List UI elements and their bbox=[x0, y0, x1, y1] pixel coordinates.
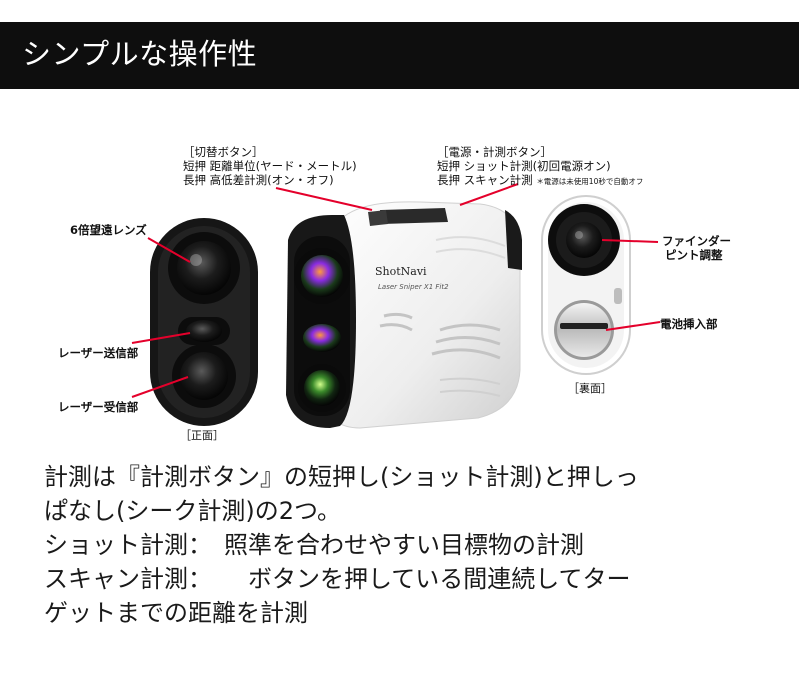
laser-tx-label: レーザー送信部 bbox=[58, 346, 139, 360]
main-view bbox=[286, 201, 522, 429]
description-line-5: ゲットまでの距離を計測 bbox=[44, 599, 308, 627]
power-button-pointer bbox=[459, 183, 519, 206]
device-model: Laser Sniper X1 Fit2 bbox=[378, 283, 449, 291]
laser-rx-label: レーザー受信部 bbox=[58, 400, 139, 414]
scan-measure-desc: ボタンを押している間連続してター bbox=[248, 565, 631, 593]
switch-button-short-press: 短押 距離単位(ヤード・メートル) bbox=[183, 159, 357, 173]
back-view-tag: ［裏面］ bbox=[568, 382, 612, 395]
lens-label: 6倍望遠レンズ bbox=[70, 223, 147, 237]
scan-measure-row: スキャン計測： ボタンを押している間連続してター bbox=[44, 562, 764, 596]
switch-button-callout: ［切替ボタン］ 短押 距離単位(ヤード・メートル) 長押 高低差計測(オン・オフ… bbox=[183, 145, 357, 187]
switch-button-long-press: 長押 高低差計測(オン・オフ) bbox=[183, 173, 334, 187]
finder-label: ファインダー bbox=[662, 234, 731, 248]
battery-label: 電池挿入部 bbox=[660, 317, 718, 331]
battery-pointer bbox=[605, 321, 661, 331]
power-button-long-press: 長押 スキャン計測 bbox=[437, 173, 533, 187]
description-line-1: 計測は『計測ボタン』の短押し(ショット計測)と押しっ bbox=[44, 463, 639, 491]
page-title: シンプルな操作性 bbox=[22, 37, 258, 71]
front-view-tag: ［正面］ bbox=[180, 429, 224, 442]
device-brand: ShotNavi bbox=[375, 265, 427, 278]
description: 計測は『計測ボタン』の短押し(ショット計測)と押しっ ぱなし(シーク計測)の2つ… bbox=[44, 460, 764, 630]
title-banner: シンプルな操作性 bbox=[0, 22, 799, 89]
scan-measure-term: スキャン計測： bbox=[44, 565, 248, 593]
laser-tx-pointer bbox=[131, 332, 191, 344]
power-off-note: ＊電源は未使用10秒で自動オフ bbox=[536, 177, 644, 186]
finder-pointer bbox=[601, 239, 659, 243]
description-line-2: ぱなし(シーク計測)の2つ。 bbox=[44, 497, 342, 525]
switch-button-pointer bbox=[275, 187, 373, 211]
switch-button-heading: ［切替ボタン］ bbox=[183, 145, 264, 159]
laser-rx-pointer bbox=[131, 376, 189, 398]
front-view bbox=[150, 218, 258, 426]
shot-measure-term: ショット計測： bbox=[44, 531, 224, 559]
power-button-heading: ［電源・計測ボタン］ bbox=[437, 145, 552, 159]
shot-measure-desc: 照準を合わせやすい目標物の計測 bbox=[224, 531, 584, 559]
back-view bbox=[541, 195, 631, 375]
power-button-callout: ［電源・計測ボタン］ 短押 ショット計測(初回電源オン) 長押 スキャン計測 ＊… bbox=[437, 145, 643, 189]
focus-label: ピント調整 bbox=[665, 248, 723, 262]
power-button-short-press: 短押 ショット計測(初回電源オン) bbox=[437, 159, 611, 173]
lens-pointer bbox=[147, 237, 191, 263]
shot-measure-row: ショット計測： 照準を合わせやすい目標物の計測 bbox=[44, 528, 764, 562]
